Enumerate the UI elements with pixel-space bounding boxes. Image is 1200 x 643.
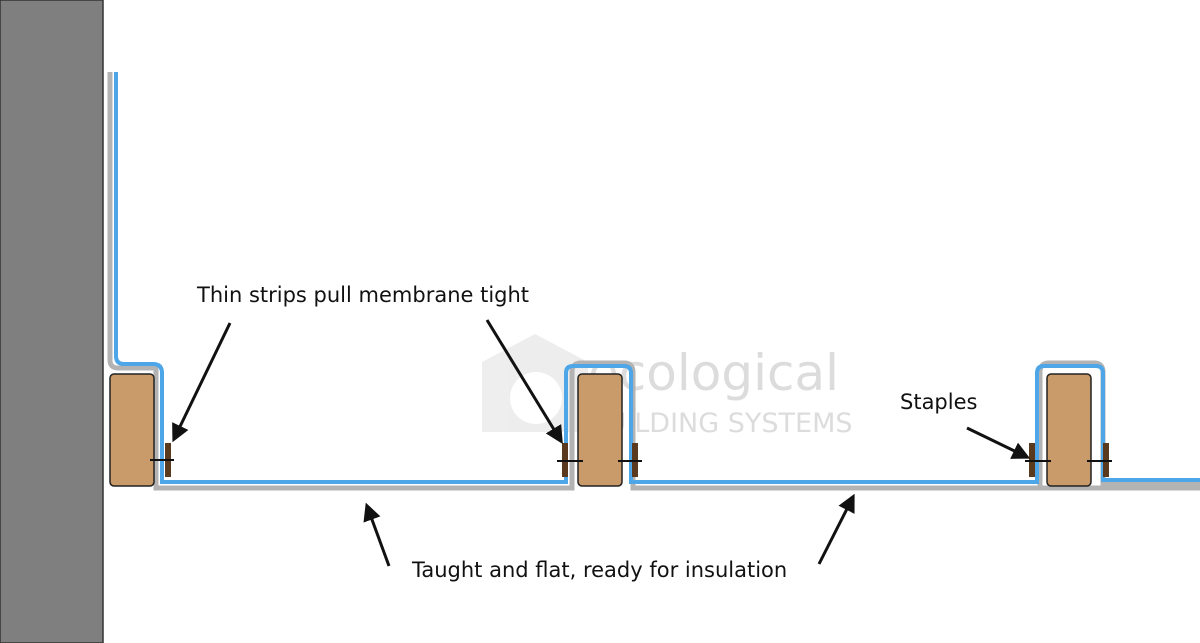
watermark-line2: BUILDING SYSTEMS [588, 408, 853, 439]
timber-batten-1 [109, 373, 155, 487]
masonry-wall [0, 0, 104, 643]
label-thin-strips: Thin strips pull membrane tight [197, 283, 530, 307]
house-e-icon [482, 334, 588, 432]
watermark-line1: ecological [588, 344, 839, 402]
timber-batten-2 [577, 373, 623, 487]
arrow-staples [966, 426, 1031, 459]
label-taught-flat: Taught and flat, ready for insulation [412, 558, 788, 582]
watermark-logo: ecological BUILDING SYSTEMS [482, 334, 853, 439]
label-staples: Staples [900, 390, 978, 414]
timber-batten-3 [1046, 373, 1092, 487]
membrane [114, 72, 1200, 484]
arrow-strip-middle [485, 319, 563, 445]
arrow-taught-right [817, 493, 855, 565]
arrow-taught-left [363, 502, 391, 567]
arrow-strip-left [172, 322, 232, 443]
